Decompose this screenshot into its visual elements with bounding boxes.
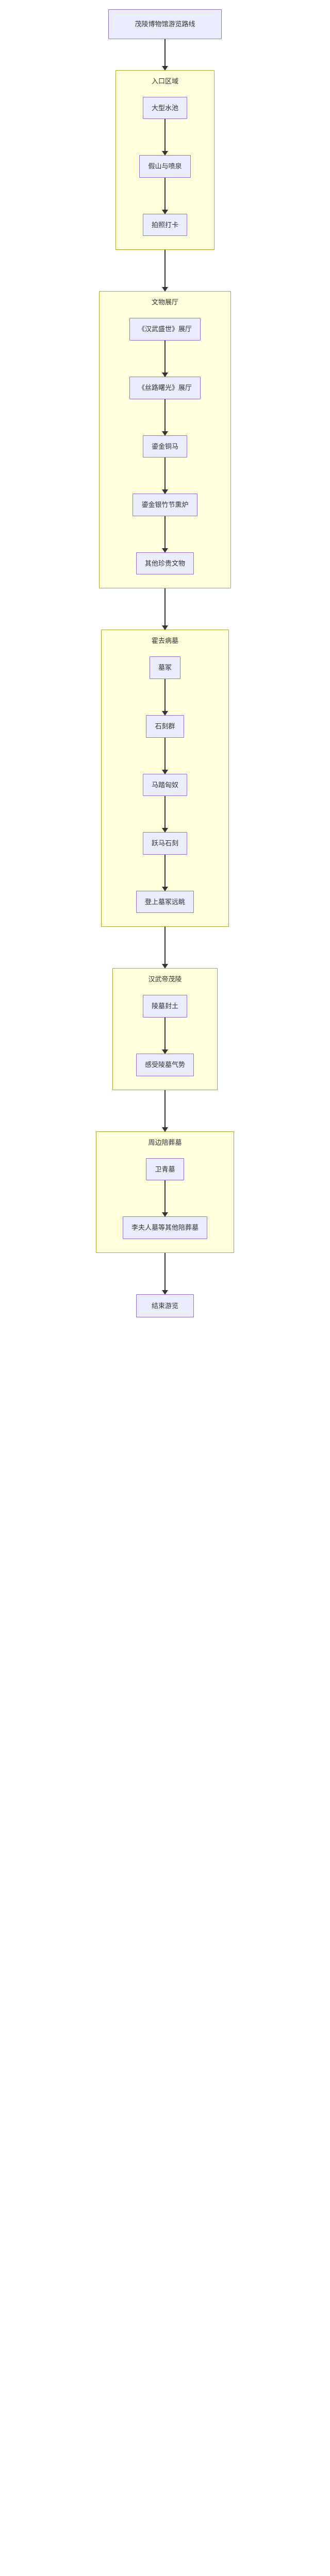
cluster-satellite-tombs: 周边陪葬墓 卫青墓 李夫人墓等其他陪葬墓	[96, 1131, 234, 1253]
node-end-tour[interactable]: 结束游览	[136, 1294, 194, 1318]
node-silkroad-exhibition[interactable]: 《丝路曙光》展厅	[129, 376, 201, 399]
node-leaping-horse-carving[interactable]: 跃马石刻	[142, 832, 187, 855]
edge-silkroad-to-bronze-horse	[164, 399, 166, 435]
edge-bronze-horse-to-censer	[164, 457, 166, 494]
node-tomb-mound[interactable]: 墓冢	[149, 656, 180, 679]
cluster-title-emperor-wu-maoling: 汉武帝茂陵	[148, 975, 182, 984]
cluster-title-huoqubing-tomb: 霍去病墓	[151, 637, 178, 645]
edge-huoqubing-to-maoling	[164, 927, 166, 969]
node-gilt-silver-bamboo-censer[interactable]: 鎏金银竹节熏炉	[133, 494, 197, 516]
edge-rockery-to-photo	[164, 177, 166, 214]
node-rockery-fountain[interactable]: 假山与喷泉	[139, 155, 191, 178]
edge-satellite-tombs-to-end	[164, 1252, 166, 1294]
node-gilt-bronze-horse[interactable]: 鎏金铜马	[142, 435, 187, 458]
node-horse-trampling-xiongnu[interactable]: 马踏匈奴	[142, 773, 187, 796]
edge-hanwu-to-silkroad	[164, 340, 166, 377]
cluster-body-entrance-area: 大型水池 假山与喷泉 拍照打卡	[139, 96, 191, 236]
cluster-body-huoqubing-tomb: 墓冢 石刻群 马踏匈奴 跃马石刻 登上墓冢远眺	[136, 656, 194, 913]
cluster-body-satellite-tombs: 卫青墓 李夫人墓等其他陪葬墓	[122, 1158, 207, 1239]
cluster-huoqubing-tomb: 霍去病墓 墓冢 石刻群 马踏匈奴 跃马石刻 登上墓冢远眺	[101, 630, 229, 927]
node-feel-tomb-grandeur[interactable]: 感受陵墓气势	[136, 1053, 194, 1076]
edge-stone-carvings-to-horse-trampling	[164, 737, 166, 774]
cluster-title-satellite-tombs: 周边陪葬墓	[148, 1138, 182, 1146]
edge-root-to-entrance	[164, 39, 166, 70]
cluster-entrance-area: 入口区域 大型水池 假山与喷泉 拍照打卡	[116, 70, 214, 250]
edge-horse-trampling-to-leaping-horse	[164, 796, 166, 833]
cluster-body-emperor-wu-maoling: 陵墓封土 感受陵墓气势	[136, 995, 194, 1076]
node-lady-li-other-tombs[interactable]: 李夫人墓等其他陪葬墓	[122, 1216, 207, 1239]
node-climb-mound-overlook[interactable]: 登上墓冢远眺	[136, 890, 194, 913]
node-hanwu-exhibition[interactable]: 《汉武盛世》展厅	[129, 318, 201, 341]
node-photo-checkin[interactable]: 拍照打卡	[142, 213, 187, 236]
node-stone-carving-group[interactable]: 石刻群	[146, 715, 184, 738]
edge-leaping-horse-to-overlook	[164, 854, 166, 891]
node-large-pool[interactable]: 大型水池	[142, 96, 187, 120]
edge-mound-to-stone-carvings	[164, 679, 166, 715]
cluster-artifact-hall: 文物展厅 《汉武盛世》展厅 《丝路曙光》展厅 鎏金铜马 鎏金银竹节熏炉 其他珍贵…	[99, 291, 231, 589]
node-root-title[interactable]: 茂陵博物馆游览路线	[108, 9, 222, 39]
cluster-title-artifact-hall: 文物展厅	[151, 298, 178, 307]
edge-weiqing-to-other-tombs	[164, 1180, 166, 1217]
flowchart: 茂陵博物馆游览路线 入口区域 大型水池 假山与喷泉 拍照打卡 文物展厅 《汉武盛…	[0, 0, 330, 1317]
node-other-precious-relics[interactable]: 其他珍贵文物	[136, 552, 194, 575]
node-tomb-earth-mound[interactable]: 陵墓封土	[142, 995, 187, 1018]
cluster-emperor-wu-maoling: 汉武帝茂陵 陵墓封土 感受陵墓气势	[112, 968, 218, 1090]
edge-censer-to-other-relics	[164, 516, 166, 552]
edge-earth-mound-to-feel-grandeur	[164, 1017, 166, 1054]
edge-maoling-to-satellite-tombs	[164, 1090, 166, 1131]
cluster-title-entrance-area: 入口区域	[151, 77, 178, 85]
edge-exhibit-to-huoqubing	[164, 588, 166, 630]
edge-entrance-to-exhibit	[164, 250, 166, 292]
node-weiqing-tomb[interactable]: 卫青墓	[146, 1158, 184, 1181]
cluster-body-artifact-hall: 《汉武盛世》展厅 《丝路曙光》展厅 鎏金铜马 鎏金银竹节熏炉 其他珍贵文物	[129, 318, 201, 575]
edge-pool-to-rockery	[164, 119, 166, 156]
